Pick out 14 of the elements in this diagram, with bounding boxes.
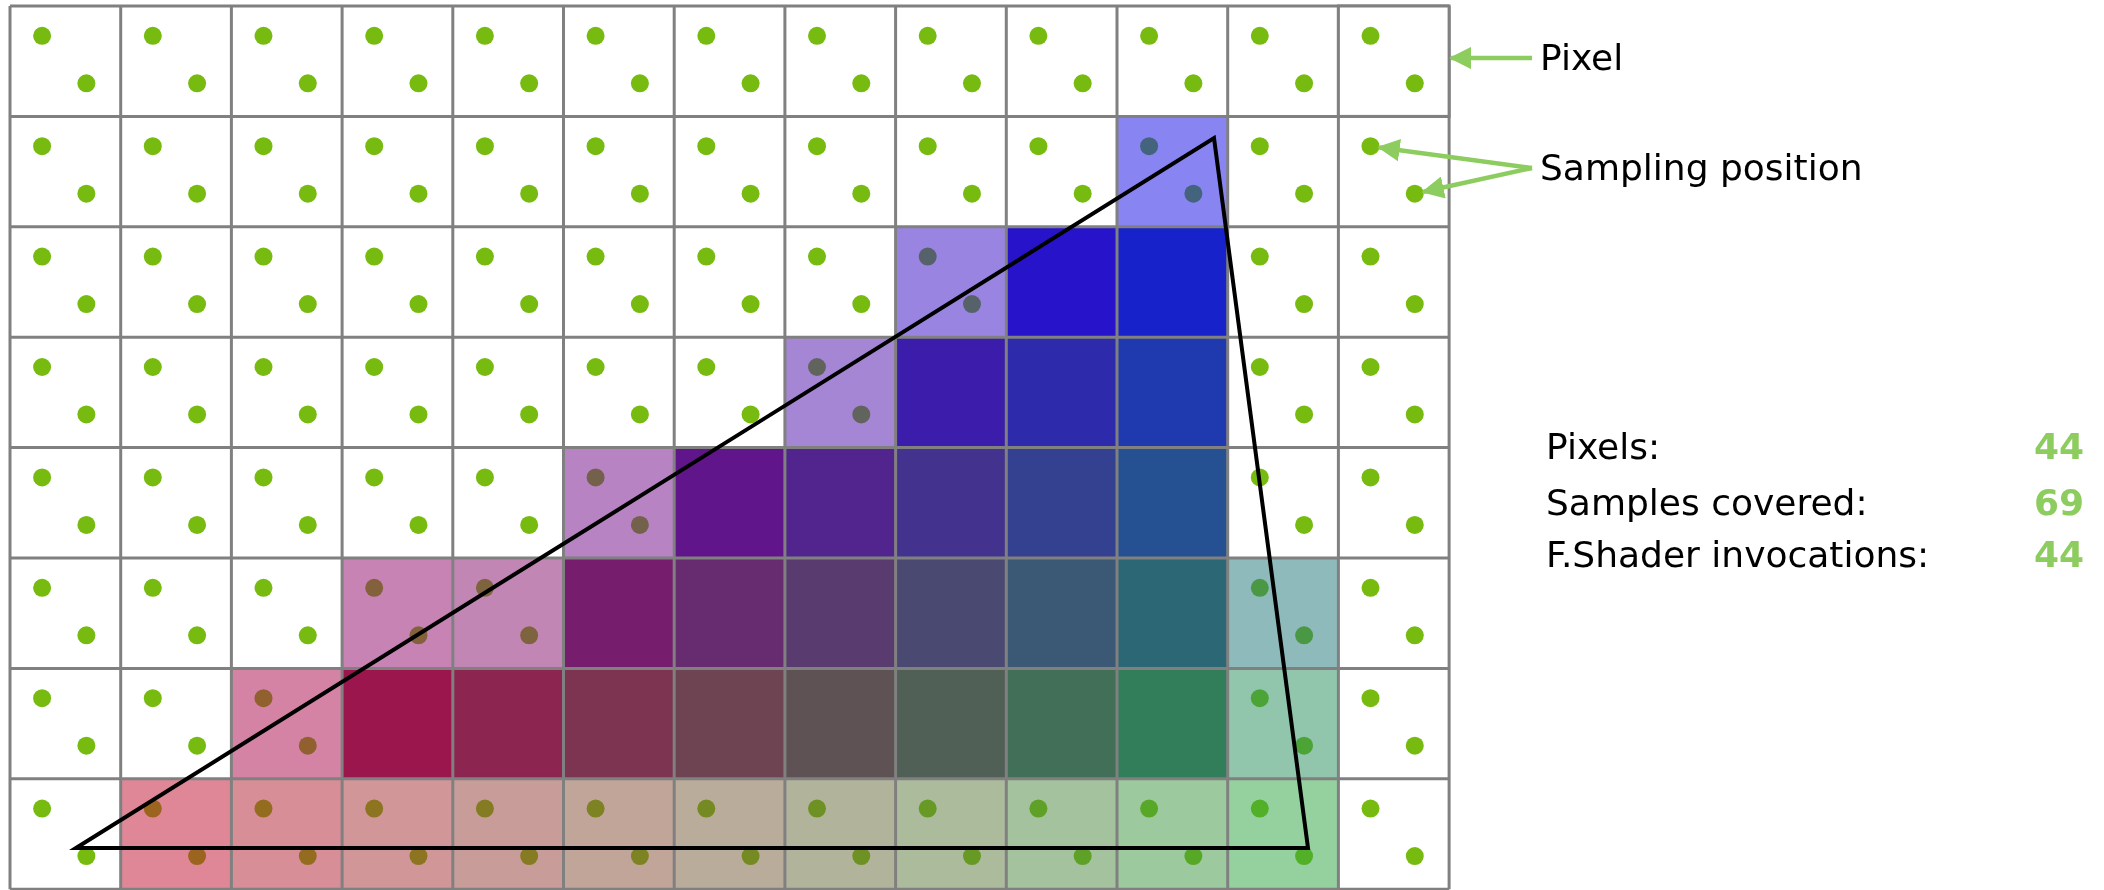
stat-label: F.Shader invocations: [1546,537,1930,573]
callout-label: Pixel [1540,40,1624,76]
stat-value: 69 [2033,485,2084,521]
stat-value: 44 [2033,537,2084,573]
leader-arrow [1421,165,1533,199]
sample-dot [1361,137,1380,156]
pixel-cell [1336,4,1451,118]
callout-label: Sampling position [1540,150,1863,186]
stat-value: 44 [2033,429,2084,465]
leader-arrow [1377,138,1533,171]
leader-arrow [1448,46,1532,70]
stat-label: Samples covered: [1546,485,1868,521]
stat-label: Pixels: [1546,429,1661,465]
sample-dot [1405,184,1424,203]
